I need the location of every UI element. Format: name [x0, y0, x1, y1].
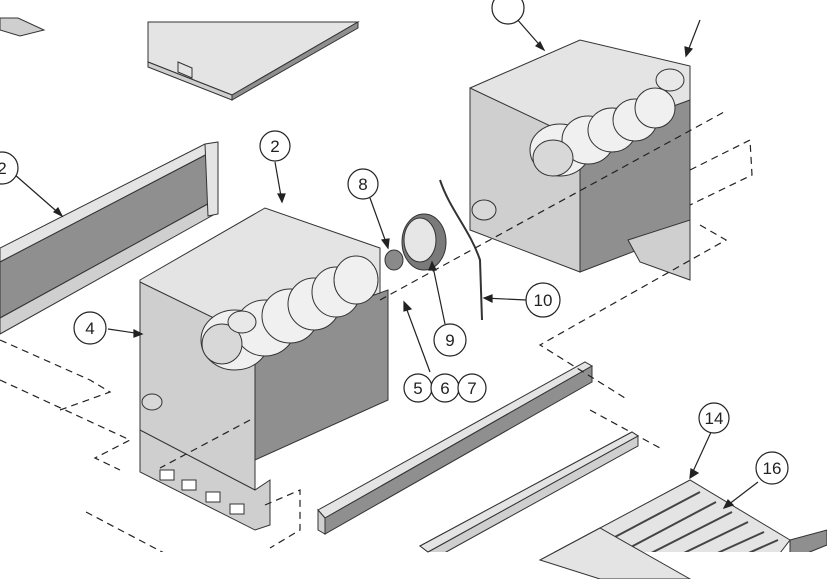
burner-grid-edge: [538, 527, 692, 579]
callout-2-center: 2: [259, 130, 291, 162]
callout-6-label: 6: [440, 379, 449, 398]
callout-10: 10: [525, 282, 561, 318]
top-box-panel: [147, 21, 360, 101]
left-side-rail: [0, 141, 219, 335]
callout-14-label: 14: [705, 409, 724, 428]
callout-2-left: 2: [0, 151, 19, 185]
ring-seal: [401, 213, 447, 271]
right-boiler-section: [469, 39, 691, 281]
callout-2-left-label: 2: [0, 159, 7, 178]
callout-5-label: 5: [413, 379, 422, 398]
left-boiler-section: [139, 207, 389, 531]
callout-14: 14: [698, 402, 730, 434]
assembly-dashed-lines: [0, 111, 753, 579]
callout-top-partial: [491, 0, 525, 25]
callout-8: 8: [347, 168, 379, 200]
bottom-center-rail: [317, 361, 594, 535]
callout-7: 7: [457, 373, 487, 403]
callout-5: 5: [403, 373, 433, 403]
nipple-fitting: [384, 249, 404, 271]
callout-4: 4: [73, 311, 107, 345]
callout-16-label: 16: [763, 459, 782, 478]
bottom-rail-tip: [419, 431, 639, 553]
callout-4-label: 4: [85, 319, 94, 338]
callout-16: 16: [755, 451, 789, 485]
callout-2-center-label: 2: [270, 137, 279, 156]
callout-9: 9: [433, 323, 467, 357]
leader-lines: [13, 17, 759, 510]
callout-8-label: 8: [358, 175, 367, 194]
tube: [439, 179, 483, 321]
callout-10-label: 10: [534, 291, 553, 310]
callout-9-label: 9: [445, 331, 454, 350]
top-left-fragment: [0, 17, 46, 37]
callout-7-label: 7: [467, 379, 476, 398]
callout-6: 6: [430, 373, 460, 403]
bottom-band: [0, 552, 827, 579]
